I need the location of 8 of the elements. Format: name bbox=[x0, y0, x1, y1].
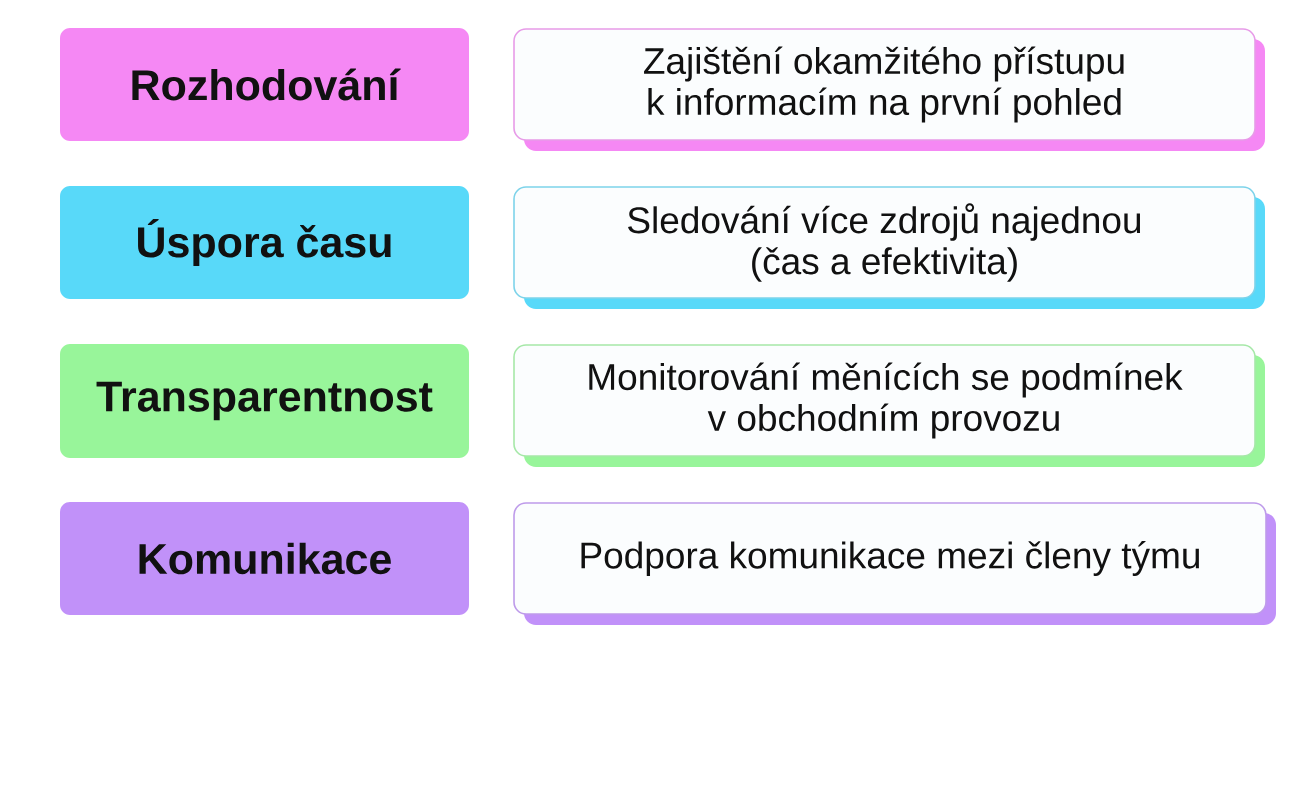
heading-box: Komunikace bbox=[60, 502, 469, 615]
heading-box: Transparentnost bbox=[60, 344, 469, 458]
heading-box: Rozhodování bbox=[60, 28, 469, 141]
description-card: Sledování více zdrojů najednou (čas a efektivita) bbox=[513, 186, 1265, 309]
description-card: Zajištění okamžitého přístupu k informacím na první pohled bbox=[513, 28, 1265, 151]
description-card: Podpora komunikace mezi členy týmu bbox=[513, 502, 1276, 625]
heading-box: Úspora času bbox=[60, 186, 469, 299]
description-card: Monitorování měnících se podmínek v obchodním provozu bbox=[513, 344, 1265, 467]
